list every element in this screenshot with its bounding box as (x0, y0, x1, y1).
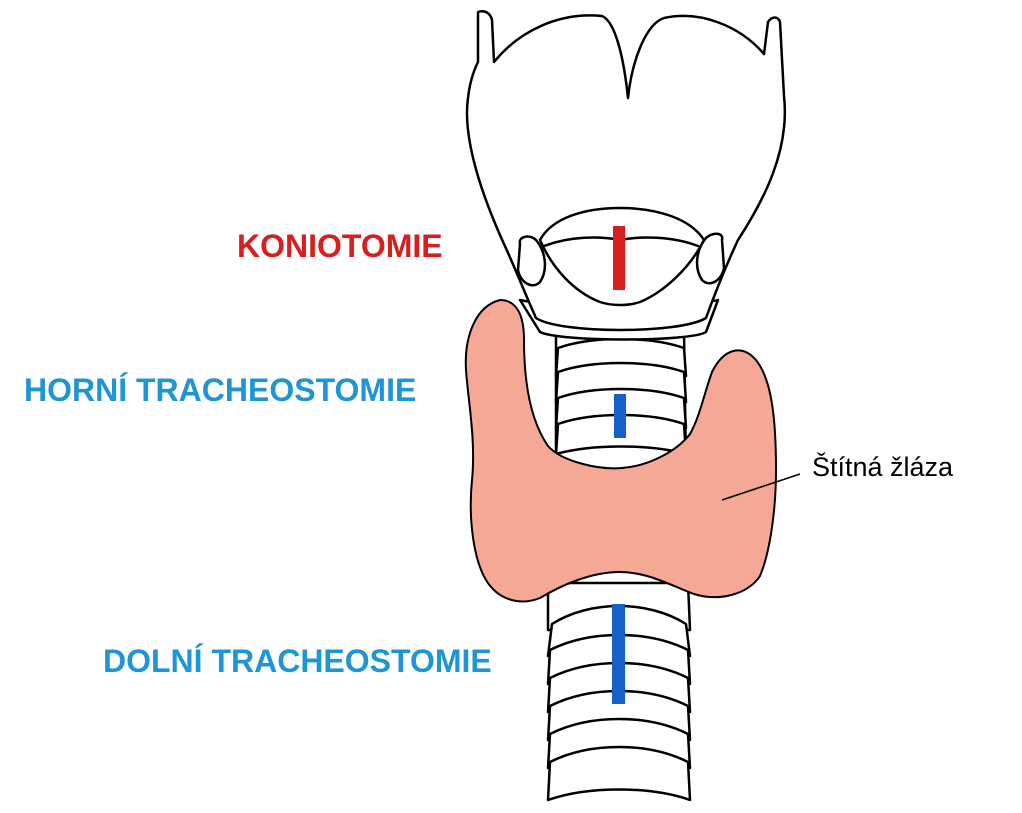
label-horni-tracheostomie: HORNÍ TRACHEOSTOMIE (24, 372, 416, 408)
label-stitna-zlaza: Štítná žláza (812, 451, 954, 482)
label-dolni-tracheostomie: DOLNÍ TRACHEOSTOMIE (103, 643, 492, 679)
upper-tracheostomy-incision-mark (614, 394, 626, 438)
label-koniotomie: KONIOTOMIE (237, 228, 443, 264)
koniotomie-incision-mark (613, 226, 625, 290)
lower-tracheostomy-incision-mark (612, 604, 625, 704)
